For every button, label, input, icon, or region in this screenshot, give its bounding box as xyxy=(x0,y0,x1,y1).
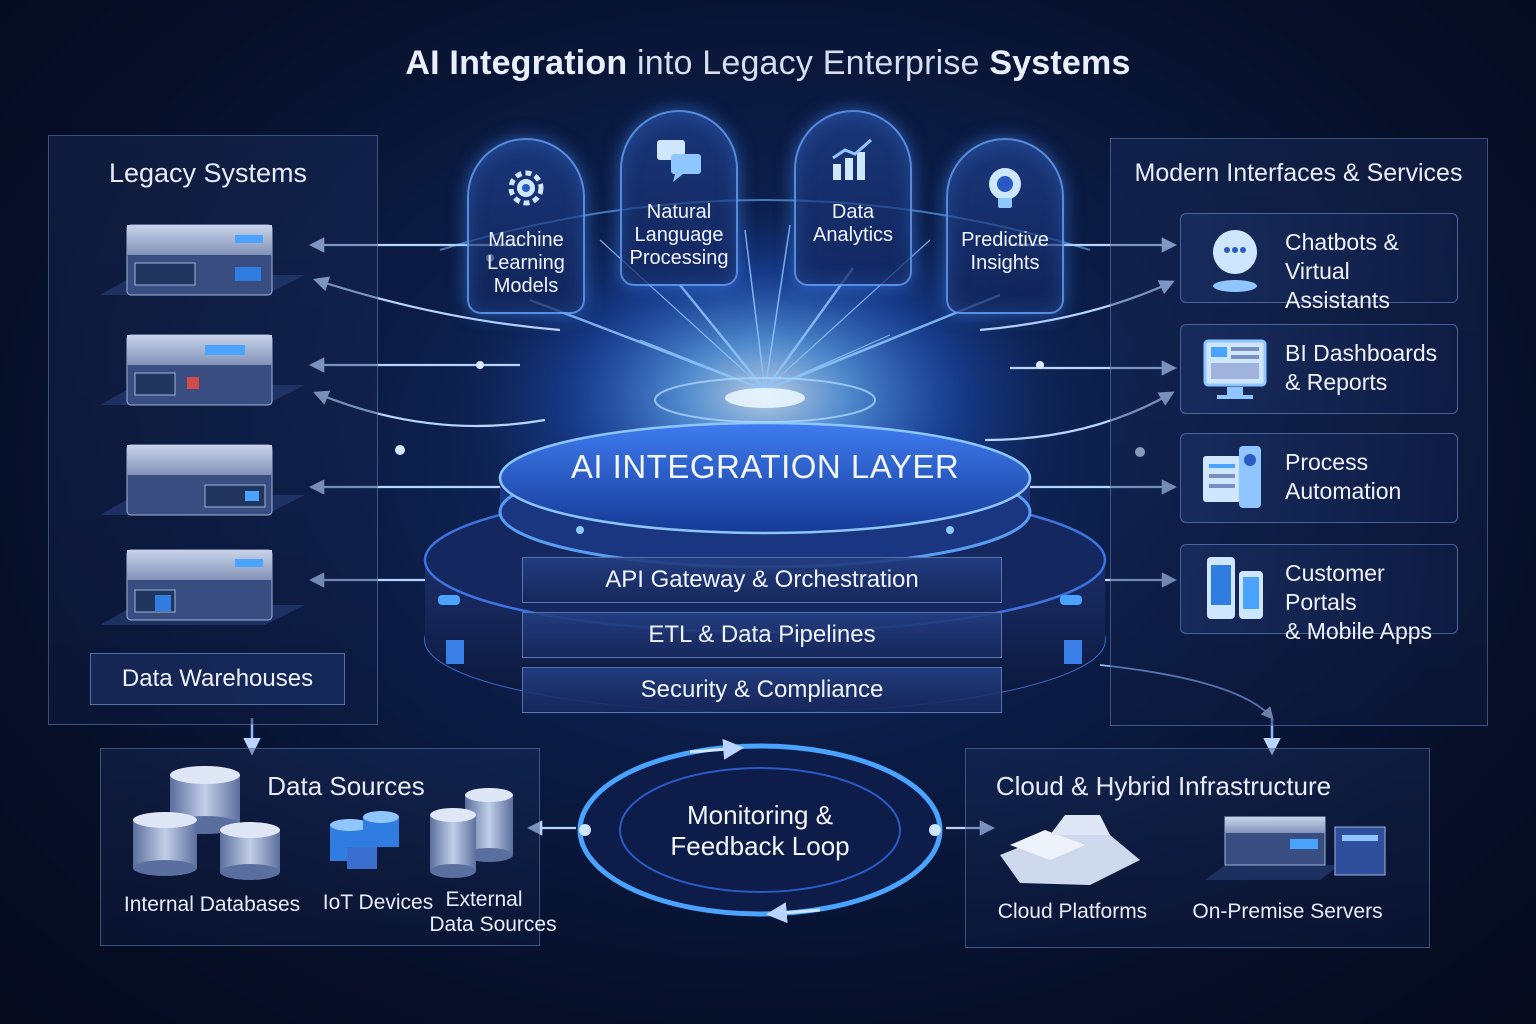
server-icon xyxy=(100,549,305,625)
data-warehouses-label: Data Warehouses xyxy=(90,653,345,705)
server-icon xyxy=(100,444,305,516)
ai-capability-nlp: Natural Language Processing xyxy=(620,110,738,286)
internal-databases-label: Internal Databases xyxy=(123,893,301,916)
mobile-icon xyxy=(1207,557,1263,619)
monitor-dashboard-icon xyxy=(1203,339,1267,399)
service-label-line2: & Reports xyxy=(1285,369,1388,395)
on-premise-server-icon xyxy=(1205,816,1386,880)
ai-capability-label: Natural Language Processing xyxy=(629,201,729,269)
database-icon xyxy=(133,766,280,880)
ai-capability-label: Predictive Insights xyxy=(961,229,1049,274)
chat-icon xyxy=(657,140,701,182)
page-title: AI Integration into Legacy Enterprise Sy… xyxy=(405,44,1131,82)
ai-capability-label: Data Analytics xyxy=(812,201,894,246)
service-label-line1: Process xyxy=(1285,449,1369,475)
ai-capability-predictive-insights: Predictive Insights xyxy=(946,138,1064,314)
cloud-hybrid-title: Cloud & Hybrid Infrastructure xyxy=(995,771,1332,801)
legacy-servers-illustration xyxy=(100,224,305,625)
service-chatbots: Chatbots & Virtual Assistants xyxy=(1180,213,1458,313)
cloud-platforms-label: Cloud Platforms xyxy=(997,900,1148,923)
feedback-ring xyxy=(577,738,943,924)
process-icon xyxy=(1203,446,1261,508)
modern-interfaces-title: Modern Interfaces & Services xyxy=(1134,159,1463,187)
service-label-line1: Customer Portals xyxy=(1285,560,1385,615)
service-customer-portals: Customer Portals & Mobile Apps xyxy=(1180,544,1458,644)
external-database-icon xyxy=(430,788,513,878)
legacy-systems-title: Legacy Systems xyxy=(108,158,308,188)
on-premise-servers-label: On-Premise Servers xyxy=(1192,900,1383,923)
service-bi-dashboards: BI Dashboards & Reports xyxy=(1180,324,1458,414)
feedback-loop-label: Monitoring & Feedback Loop xyxy=(670,800,850,861)
server-icon xyxy=(100,224,305,296)
cloud-servers-illustration xyxy=(1000,815,1386,885)
ai-capability-machine-learning: Machine Learning Models xyxy=(467,138,585,314)
service-label-line1: BI Dashboards xyxy=(1285,340,1438,366)
external-sources-label-line1: External xyxy=(445,888,523,911)
iot-device-icon xyxy=(330,811,399,869)
core-layer-title: AI INTEGRATION LAYER xyxy=(570,448,960,485)
service-label-line2: Automation xyxy=(1285,478,1402,504)
brain-lightbulb-icon xyxy=(989,168,1021,208)
database-illustration xyxy=(133,766,513,880)
chatbot-icon xyxy=(1213,230,1257,292)
layer-api-gateway: API Gateway & Orchestration xyxy=(522,557,1002,603)
data-sources-title: Data Sources xyxy=(267,771,425,801)
service-process-automation: Process Automation xyxy=(1180,433,1458,523)
ai-capability-data-analytics: Data Analytics xyxy=(794,110,912,286)
service-label-line2: Virtual Assistants xyxy=(1285,258,1390,313)
gear-icon xyxy=(508,170,544,206)
layer-security-compliance: Security & Compliance xyxy=(522,667,1002,713)
layer-etl-pipelines: ETL & Data Pipelines xyxy=(522,612,1002,658)
ai-capability-label: Machine Learning Models xyxy=(487,229,565,297)
service-label-line2: & Mobile Apps xyxy=(1285,618,1433,644)
cloud-platform-icon xyxy=(1000,815,1140,885)
iot-devices-label: IoT Devices xyxy=(322,891,434,914)
bar-chart-icon xyxy=(832,138,872,180)
service-label-line1: Chatbots & xyxy=(1285,229,1399,255)
server-icon xyxy=(100,334,305,406)
external-sources-label-line2: Data Sources xyxy=(429,913,557,936)
